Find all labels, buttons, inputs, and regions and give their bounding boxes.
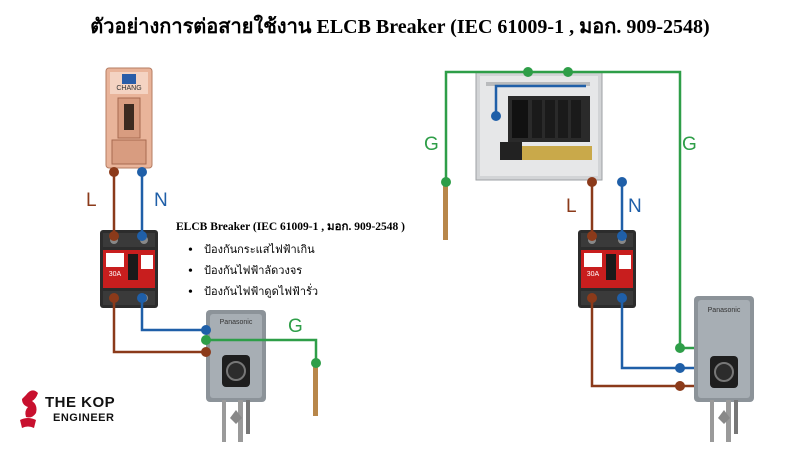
left-neutral-label: N xyxy=(154,190,168,211)
left-ground-rod xyxy=(313,364,318,416)
brand-logo: THE KOP ENGINEER xyxy=(45,394,115,424)
left-neutral-wire xyxy=(140,172,206,332)
info-bullet: ป้องกันไฟฟ้าดูดไฟฟ้ารั่ว xyxy=(188,282,436,303)
right-ground-label-left: G xyxy=(424,134,439,155)
left-breaker-rating: 30A xyxy=(109,271,122,278)
left-water-heater: Panasonic xyxy=(206,310,266,442)
right-terminal-dots xyxy=(441,67,685,391)
info-bullet: ป้องกันไฟฟ้าลัดวงจร xyxy=(188,261,436,282)
left-heater-brand: Panasonic xyxy=(220,319,253,326)
elcb-info-box: ELCB Breaker (IEC 61009-1 , มอก. 909-254… xyxy=(176,218,436,303)
right-ground-label-right: G xyxy=(682,134,697,155)
liver-bird-logo xyxy=(20,390,38,428)
left-terminal-dots xyxy=(109,167,321,368)
right-live-label: L xyxy=(566,196,577,217)
safety-cutout-switch: CHANG xyxy=(105,67,153,169)
left-ground-wire xyxy=(206,338,318,362)
left-live-label: L xyxy=(86,190,97,211)
info-heading: ELCB Breaker (IEC 61009-1 , มอก. 909-254… xyxy=(176,221,405,233)
right-live-wire xyxy=(590,182,694,388)
right-elcb-breaker: 30A xyxy=(578,230,636,308)
left-live-wire xyxy=(112,172,206,354)
right-breaker-rating: 30A xyxy=(587,271,600,278)
info-bullet-list: ป้องกันกระแสไฟฟ้าเกิน ป้องกันไฟฟ้าลัดวงจ… xyxy=(176,240,436,303)
info-bullet: ป้องกันกระแสไฟฟ้าเกิน xyxy=(188,240,436,261)
right-ground-rod xyxy=(443,184,448,240)
logo-subtitle: ENGINEER xyxy=(53,412,115,424)
right-heater-brand: Panasonic xyxy=(708,307,741,314)
left-elcb-breaker: 30A xyxy=(100,230,158,308)
page-title: ตัวอย่างการต่อสายใช้งาน ELCB Breaker (IE… xyxy=(90,16,710,38)
logo-name: THE KOP xyxy=(45,394,116,411)
right-neutral-label: N xyxy=(628,196,642,217)
switch-brand: CHANG xyxy=(116,85,141,92)
right-neutral-wire xyxy=(494,84,694,370)
right-water-heater: Panasonic xyxy=(694,296,754,442)
left-ground-label: G xyxy=(288,316,303,337)
